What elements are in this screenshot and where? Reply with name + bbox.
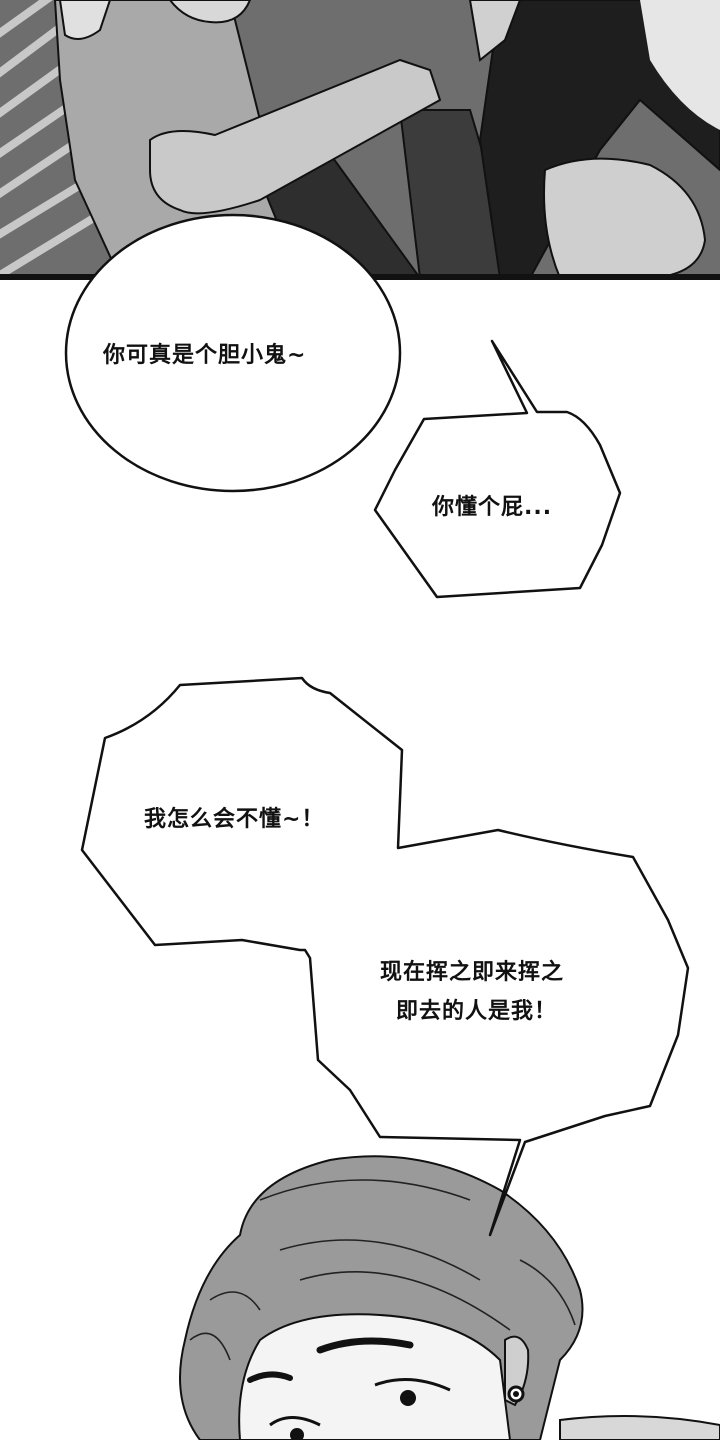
panel-divider xyxy=(0,274,720,280)
bubble-2-hexagon xyxy=(373,339,622,599)
embrace-illustration xyxy=(0,0,720,278)
bubble-4-text-line2: 即去的人是我！ xyxy=(396,999,558,1024)
bubble-3-text: 我怎么会不懂~！ xyxy=(144,807,325,832)
bubble-1-text: 你可真是个胆小鬼~ xyxy=(103,343,307,368)
surprised-face-illustration xyxy=(0,1140,720,1440)
bubble-2-text: 你懂个屁... xyxy=(432,495,553,520)
top-panel-artwork xyxy=(0,0,720,278)
bottom-panel-artwork xyxy=(0,1140,720,1440)
bubble-4-text-line1: 现在挥之即来挥之 xyxy=(380,960,565,985)
